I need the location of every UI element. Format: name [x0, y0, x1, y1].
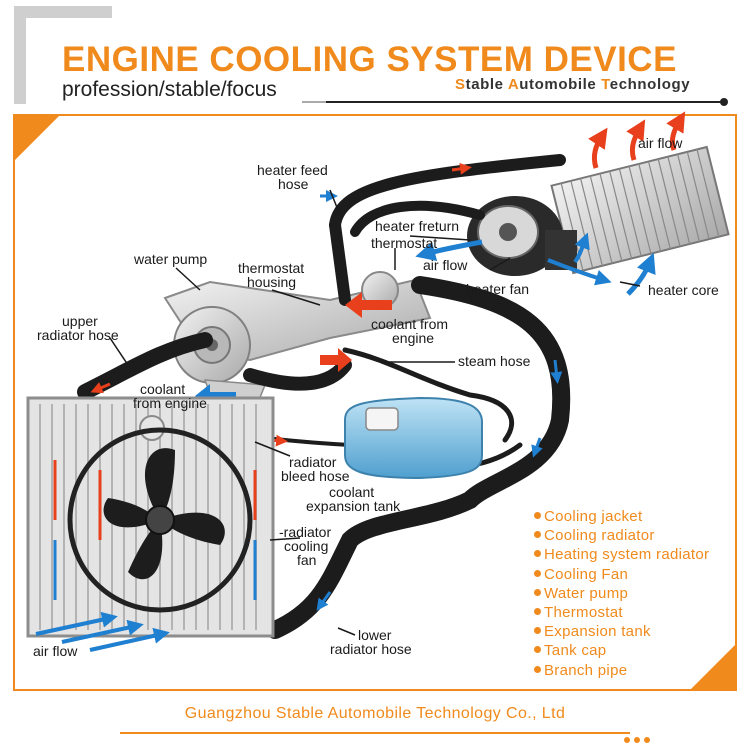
- bullet-icon: [534, 608, 541, 616]
- label-lower-radiator-hose-1: lower: [358, 627, 392, 643]
- label-heater-fan: heater fan: [466, 281, 529, 297]
- legend-item-label: Cooling radiator: [544, 527, 655, 545]
- label-lower-radiator-hose-2: radiator hose: [330, 641, 412, 657]
- component-legend: Cooling jacket Cooling radiator Heating …: [534, 507, 709, 680]
- heater-feed-riser: [329, 219, 351, 306]
- legend-item: Expansion tank: [534, 622, 709, 641]
- label-thermostat-housing-1: thermostat: [238, 260, 304, 276]
- legend-item: Heating system radiator: [534, 545, 709, 564]
- dot-icon: [634, 737, 640, 743]
- legend-item: Thermostat: [534, 603, 709, 622]
- brand-part: A: [507, 76, 520, 93]
- footer-divider: [120, 732, 630, 734]
- label-coolant-from-engine-left-1: coolant: [140, 381, 185, 397]
- bullet-icon: [534, 550, 541, 558]
- diagram-labels: air flow heater feed hose heater freturn…: [33, 135, 719, 659]
- label-coolant-from-engine-left-2: from engine: [133, 395, 207, 411]
- label-air-flow-top: air flow: [638, 135, 683, 151]
- label-heater-return: heater freturn: [375, 218, 459, 234]
- label-thermostat-housing-2: housing: [247, 274, 296, 290]
- heater-feed-hose: [329, 154, 566, 231]
- label-steam-hose: steam hose: [458, 353, 531, 369]
- coolant-from-engine-arrow-right: [345, 292, 392, 318]
- brand-tagline: Stable Automobile Technology: [455, 76, 690, 93]
- page-title: ENGINE COOLING SYSTEM DEVICE: [62, 40, 677, 79]
- brand-part: utomobile: [519, 76, 602, 93]
- label-heater-core: heater core: [648, 282, 719, 298]
- radiator-cooling-fan: [67, 427, 253, 613]
- legend-item-label: Thermostat: [544, 604, 623, 622]
- bullet-icon: [534, 646, 541, 654]
- engine-outlet-hose: [243, 358, 352, 391]
- coolant-expansion-tank: [344, 396, 483, 480]
- header-divider: [326, 101, 724, 103]
- brand-part: table: [465, 76, 508, 93]
- legend-item: Branch pipe: [534, 661, 709, 680]
- header-divider-gray: [302, 101, 326, 103]
- footer-dots: [620, 730, 650, 748]
- legend-item-label: Water pump: [544, 584, 629, 602]
- legend-item: Cooling radiator: [534, 526, 709, 545]
- lower-radiator-hose: [266, 276, 571, 639]
- bullet-icon: [534, 569, 541, 577]
- brand-part: T: [601, 76, 610, 93]
- legend-item-label: Branch pipe: [544, 661, 628, 679]
- heater-core: [550, 145, 730, 275]
- brand-part: echnology: [609, 76, 691, 93]
- air-flow-bottom-arrows: [35, 611, 170, 652]
- heater-fan: [467, 196, 577, 276]
- label-coolant-expansion-tank-1: coolant: [329, 484, 374, 500]
- flow-arrows: [90, 162, 563, 611]
- label-air-flow-mid: air flow: [423, 257, 468, 273]
- frame-corner-top-left: [13, 114, 61, 162]
- label-air-flow-bottom: air flow: [33, 643, 78, 659]
- bullet-icon: [534, 665, 541, 673]
- label-heater-feed-hose-2: hose: [278, 176, 309, 192]
- label-water-pump: water pump: [133, 251, 207, 267]
- legend-item: Cooling Fan: [534, 565, 709, 584]
- legend-item-label: Expansion tank: [544, 623, 651, 641]
- label-radiator-cooling-fan-3: fan: [297, 552, 316, 568]
- steam-hose: [342, 347, 515, 443]
- heater-return-hose: [350, 200, 485, 237]
- legend-item: Tank cap: [534, 641, 709, 660]
- legend-item: Cooling jacket: [534, 507, 709, 526]
- dot-icon: [624, 737, 630, 743]
- label-heater-feed-hose-1: heater feed: [257, 162, 328, 178]
- label-coolant-from-engine-right-1: coolant from: [371, 316, 448, 332]
- header-divider-dot: [720, 98, 728, 106]
- label-radiator-cooling-fan-2: cooling: [284, 538, 328, 554]
- legend-item-label: Cooling Fan: [544, 565, 629, 583]
- label-thermostat: thermostat: [371, 235, 437, 251]
- bullet-icon: [534, 627, 541, 635]
- legend-item-label: Cooling jacket: [544, 508, 643, 525]
- bullet-icon: [534, 531, 541, 539]
- tank-cap: [365, 407, 399, 431]
- diagram-frame: [13, 114, 737, 691]
- page-subtitle: profession/stable/focus: [62, 78, 277, 101]
- corner-bracket: [14, 6, 112, 104]
- label-coolant-expansion-tank-2: expansion tank: [306, 498, 401, 514]
- frame-corner-bottom-right: [689, 643, 737, 691]
- bullet-icon: [534, 512, 541, 519]
- label-coolant-from-engine-right-2: engine: [392, 330, 434, 346]
- legend-item: Water pump: [534, 584, 709, 603]
- label-radiator-bleed-hose-2: bleed hose: [281, 468, 350, 484]
- label-radiator-cooling-fan-1: -radiator: [279, 524, 331, 540]
- label-radiator-bleed-hose-1: radiator: [289, 454, 337, 470]
- legend-item-label: Tank cap: [544, 642, 607, 660]
- bullet-icon: [534, 588, 541, 596]
- steam-hose-arrow: [320, 348, 352, 372]
- company-footer: Guangzhou Stable Automobile Technology C…: [184, 705, 566, 722]
- leader-lines: [109, 189, 641, 636]
- legend-item-label: Heating system radiator: [544, 546, 710, 564]
- brand-part: S: [455, 76, 466, 93]
- air-flow-heater-arrows: [415, 111, 686, 296]
- label-upper-radiator-hose-2: radiator hose: [37, 327, 119, 343]
- label-upper-radiator-hose-1: upper: [62, 313, 98, 329]
- dot-icon: [644, 737, 650, 743]
